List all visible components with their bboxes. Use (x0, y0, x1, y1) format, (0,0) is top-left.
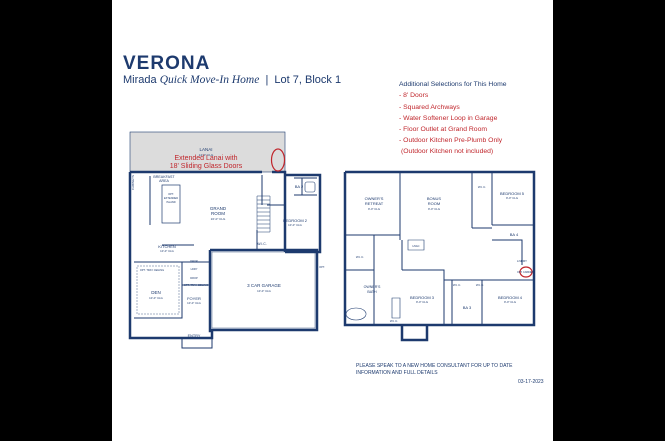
lot-label: Lot 7, Block 1 (274, 74, 342, 86)
owners-bath-label: OWNER'S (364, 285, 381, 289)
den-label: DEN (151, 290, 161, 295)
wic-label: W.I.C. (356, 255, 364, 259)
bonus-room-label: ROOM (428, 201, 440, 206)
wic-label: W.I.C. (257, 242, 267, 246)
grand-room-label: GRAND (210, 206, 227, 211)
bedroom2-dims: 10'-0" CLG (288, 223, 302, 227)
cabinets-label: CABINETS (131, 175, 135, 190)
entry-label: ENTRY (188, 334, 201, 338)
callout-oval (270, 148, 286, 172)
selection-note: (Outdoor Kitchen not included) (401, 148, 494, 155)
kitchen-label: KITCHEN (158, 244, 176, 249)
lanai-dims: 14'-0" CLG (199, 153, 214, 157)
first-floor-walls (128, 170, 322, 340)
drop-label: DROP (190, 276, 198, 280)
lanai-callout: Extended Lanai with (174, 155, 237, 162)
grand-room-label: ROOM (211, 211, 225, 216)
breakfast-label: AREA (159, 179, 169, 183)
interior-walls (134, 175, 317, 319)
den-tray (136, 265, 180, 315)
laundry-label: LNDRY (517, 259, 527, 263)
bonus-room-dims: 9'-0" CLG (428, 207, 440, 211)
island-label: OPT. (168, 192, 174, 196)
opt-cabinets-label: OPT. CABINETS (517, 271, 535, 274)
bonus-room-label: BONUS (427, 196, 442, 201)
opt-label: OPT. (319, 265, 325, 269)
bedroom4-label: BEDROOM 4 (498, 295, 523, 300)
garage-label: 3 CAR GARAGE (247, 283, 281, 288)
island-label: EXTENDED (164, 196, 178, 200)
hvac-label: HVAC (412, 244, 419, 248)
selections-heading: Additional Selections for This Home (399, 81, 507, 88)
brochure-page: VERONA Mirada Quick Move-In Home | Lot 7… (112, 0, 553, 441)
floor-plans: LANAI 14'-0" CLG Extended Lanai with 18'… (128, 131, 536, 349)
callout-oval (519, 266, 533, 278)
entry-porch (181, 338, 213, 349)
wic-label: W.I.C. (476, 283, 484, 287)
stair (256, 195, 271, 233)
owners-retreat-dims: 9'-0" CLG (368, 207, 380, 211)
selection-item: - Outdoor Kitchen Pre-Plumb Only (399, 137, 503, 144)
selection-item: - Squared Archways (399, 104, 460, 111)
lanai-area (129, 131, 286, 173)
selection-item: - 8' Doors (399, 92, 429, 99)
laundry-label: LDRY (191, 267, 198, 271)
ba2-tub (304, 181, 316, 193)
foyer-dims: 10'-0" CLG (187, 301, 201, 305)
owners-bath-fixtures (345, 297, 401, 321)
ba3-label: BA 3 (463, 305, 472, 310)
listing-type: Quick Move-In Home (159, 74, 260, 86)
tray-ceiling-label: OPT. TRAY CEILING (184, 283, 208, 287)
plan-subtitle: Mirada Quick Move-In Home | Lot 7, Block… (123, 74, 341, 86)
den-dims: 10'-0" CLG (149, 296, 163, 300)
owners-bath-label: BATH (367, 290, 377, 294)
wic-label: W.I.C. (478, 185, 486, 189)
wic-label: W.I.C. (390, 319, 398, 323)
selection-item: - Floor Outlet at Grand Room (399, 126, 488, 133)
breakfast-label: BREAKFAST (153, 175, 175, 179)
ba2-label: BA 2 (295, 184, 304, 189)
foyer-label: FOYER (187, 296, 201, 301)
drop-label: DROP (190, 259, 198, 263)
island (161, 184, 181, 224)
community-name: Mirada (123, 74, 157, 86)
second-floor-walls (343, 170, 536, 342)
revision-date: 03-17-2023 (518, 379, 544, 385)
bedroom5-dims: 9'-0" CLG (506, 196, 518, 200)
garage-slab (211, 251, 316, 329)
lanai-callout: 18' Sliding Glass Doors (170, 163, 243, 170)
garage-walls (210, 248, 319, 332)
kitchen-dims: 10'-0" CLG (160, 249, 174, 253)
second-interior-walls (345, 172, 534, 325)
ba4-label: BA 4 (510, 232, 519, 237)
plan-title: VERONA (123, 53, 211, 74)
first-floor-plan (128, 131, 322, 349)
bedroom5-label: BEDROOM 5 (500, 191, 525, 196)
bedroom3-dims: 9'-0" CLG (416, 300, 428, 304)
owners-retreat-label: OWNER'S (365, 196, 384, 201)
grand-room-dims: 16'-0" CLG (211, 217, 226, 221)
second-floor-plan (343, 170, 536, 342)
bedroom4-dims: 9'-0" CLG (504, 300, 516, 304)
island-label: ISLAND (166, 200, 175, 204)
bedroom3-label: BEDROOM 3 (410, 295, 435, 300)
lanai-label: LANAI (199, 147, 212, 152)
subtitle-separator: | (265, 74, 269, 86)
tray-ceiling-label: OPT. TRAY CEILING (140, 268, 164, 272)
wic-label: W.I.C. (453, 283, 461, 287)
consultant-note: PLEASE SPEAK TO A NEW HOME CONSULTANT FO… (356, 363, 513, 376)
owners-retreat-label: RETREAT (365, 201, 384, 206)
bedroom2-label: BEDROOM 2 (283, 218, 308, 223)
hvac-box (407, 239, 425, 251)
selection-item: - Water Softener Loop in Garage (399, 115, 498, 122)
garage-dims: 10'-0" CLG (257, 289, 271, 293)
